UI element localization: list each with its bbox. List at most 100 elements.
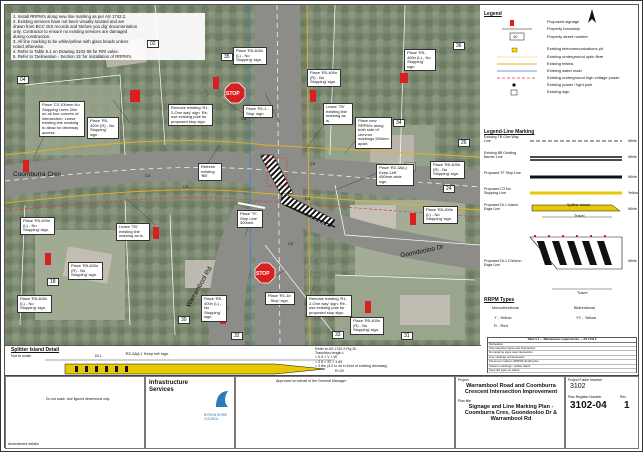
council-logo-icon [216, 391, 228, 407]
detail-radius: R=20 [335, 369, 344, 373]
organisation-block: Infrastructure Services BYRON SHIRE COUN… [145, 376, 235, 449]
line-legend-colour: White [628, 155, 637, 159]
house-number: 26 [458, 139, 470, 147]
line-legend-label: Proposed TF Stop Line [484, 171, 521, 175]
detail-formula-3: = 3.6m (4.0 to sit in front of existing … [315, 363, 388, 368]
map-drawing: C3 C3 C3 C3 C3 C3 [5, 5, 480, 345]
legend-item: Existing telstra [547, 61, 574, 66]
rev-number: 1 [624, 400, 630, 411]
line-legend-label: Existing TB Give Way Line [484, 135, 519, 143]
callout: Place 'R5-400n (L) - No Stopping' sign. [17, 295, 52, 313]
organisation-name: Infrastructure Services [149, 380, 189, 393]
amendment-label: Amendment details [8, 442, 39, 446]
note-line: 4. Refer to Table 5.1 on Drawing 3102-05… [13, 49, 119, 54]
map-line-label: C3 [288, 241, 294, 246]
callout: Place 'R5-400n (L) - No Stopping' sign. [404, 49, 436, 72]
legend-symbols [497, 20, 537, 96]
callout: Place 'R5-400n (L) - No Stopping' sign. [20, 217, 55, 235]
rrpm-yy: YY [576, 315, 582, 320]
travel-label: Travel [574, 214, 585, 218]
legend-item: Property street number [547, 34, 588, 39]
chevron-legend-graphic [529, 235, 623, 290]
splitter-island-detail: Splitter Island Detail Not to scale 'R2-… [5, 345, 481, 378]
line-legend-label: Existing BB Dividing Barrier Line [484, 151, 517, 159]
callout: Place 'TF-Stop Line' 300mm. [237, 210, 263, 228]
callout: Place 'R5-400n (R) - No Stopping' sign. [430, 161, 465, 179]
note-line: only. Contractor to ensure no existing s… [13, 29, 128, 34]
stop-sign-text-1: STOP [226, 91, 240, 97]
callout: Place 'C3 100mm No Stopping Lines 20m on… [39, 101, 85, 138]
map-line-label: C3 [305, 196, 311, 201]
council-name: BYRON SHIRE COUNCIL [204, 413, 228, 421]
north-arrow-icon [588, 9, 596, 23]
map-line-label: C3 [183, 184, 189, 189]
callout: Refresh existing 'BB' [198, 163, 222, 181]
legend-item: Existing water main [547, 68, 582, 73]
callout: Place 'R5-400n (L) - No Stopping' sign. [201, 295, 227, 322]
house-number: 24 [443, 185, 455, 193]
callout: Place new RRPM's along both side of chev… [355, 117, 392, 149]
road-name-coomburra: Coomburra Cres [13, 171, 62, 178]
amendment-block: Amendment details Do not scale. Use figu… [5, 376, 145, 449]
house-number: 32 [231, 332, 243, 340]
stop-sign-text-2: STOP [256, 271, 270, 277]
note-line: 5. Refer to 'Delineation - Section 15' f… [13, 54, 133, 59]
callout: Place 'R5-400n (L) - No Stopping' sign. [233, 47, 267, 65]
note-line: 1. Install RRPM's along new line marking… [13, 14, 127, 19]
note-line: noted otherwise. [13, 44, 45, 49]
line-legend-label: Proposed C3 No Stopping Line [484, 187, 511, 195]
legend-item: Existing power / light pole [547, 82, 593, 87]
house-number: 02 [147, 40, 159, 48]
approved-label: Approved on behalf of the General Manage… [276, 379, 347, 383]
rrpm-yellow: - Yellow [582, 315, 597, 320]
detail-dl1-label: DL1 [95, 354, 102, 358]
project-block: Project Warrambool Road and Coomburra Cr… [455, 376, 565, 449]
line-legend-label: Proposed DL1 Chevron Edge Line [484, 259, 522, 267]
travel-label: Travel [577, 291, 588, 295]
map-line-label: C3 [241, 116, 247, 121]
splitter-island-label: Splitter island [567, 203, 590, 207]
approval-block: Approved on behalf of the General Manage… [235, 376, 455, 449]
project-title: Warrambool Road and Coomburra Crescent I… [464, 383, 558, 395]
line-legend-label: Proposed DL1 Island Edge Line [484, 203, 518, 211]
chevron-legend: Proposed DL1 Chevron Edge Line White Tra… [482, 219, 639, 297]
callout: Leave 'TB' existing line marking as is. [323, 103, 353, 126]
table-row: No stopping signs near intersection [488, 351, 636, 356]
detail-notes: Refer to AS 1742.2 Fig 2h Transition len… [315, 347, 387, 368]
general-notes: 1. Install RRPM's along new line marking… [11, 13, 205, 60]
callout: Place 'R5-400n (R) - No Stopping' sign. [87, 117, 119, 140]
callout: Place 'R5-400n (R) - No Stopping' sign. [307, 69, 341, 87]
callout: Remove existing 'R1-2-One way' sign. Re-… [306, 295, 352, 318]
rev-label: Rev [620, 395, 627, 399]
table-row: Line markings at intersection [488, 356, 636, 361]
house-number: 31 [401, 332, 413, 340]
title-block: Amendment details Do not scale. Use figu… [5, 375, 639, 449]
line-legend-colour: White [628, 259, 637, 263]
rrpm-yellow: - Yellow [497, 315, 512, 320]
rrpm-bi: Bidirectional [574, 306, 595, 310]
table-title: Table 5.1 — Maintenance requirements — A… [488, 337, 636, 343]
project-label: Project [458, 378, 469, 382]
legend-item: Existing telecommunications pit [547, 46, 603, 51]
callout: Place 'R5-400n (L) - No Stopping' sign. [423, 206, 458, 224]
house-number: 04 [17, 76, 29, 84]
table-row: Keep left signs on island [488, 369, 636, 374]
callout: Leave 'TB' existing line marking as is. [116, 223, 150, 241]
legend-item: Existing underground optic fibre [547, 54, 604, 59]
callout: Place 'R5-400n (R) - No Stopping' sign. [350, 317, 384, 335]
disclaimer: Do not scale. Use figured dimensions onl… [46, 397, 111, 401]
line-legend-colour: White [628, 139, 637, 143]
line-legend-colour: White [628, 175, 637, 179]
legend-item: Proposed signage [547, 19, 580, 24]
callout: Place 'R1-1b - Stop' sign. [265, 292, 295, 306]
table-row: Pavement markers (RRPM) dividing line [488, 360, 636, 365]
detail-sign-label: 'R2-3A(L)' Keep left sign. [125, 351, 170, 356]
house-number: 36 [453, 42, 465, 50]
callout: Place 'R2-3A(L) Keep Left' 450mm wide si… [376, 164, 414, 187]
rrpm-title: RRPM Types [484, 297, 515, 303]
number-block: Project Folder Number 3102 Plan Register… [565, 376, 639, 449]
table-row: Delineation [488, 343, 636, 347]
callout: Remove existing 'R1-2-One way' sign. Re-… [168, 104, 213, 127]
project-number: 3102 [570, 383, 586, 390]
